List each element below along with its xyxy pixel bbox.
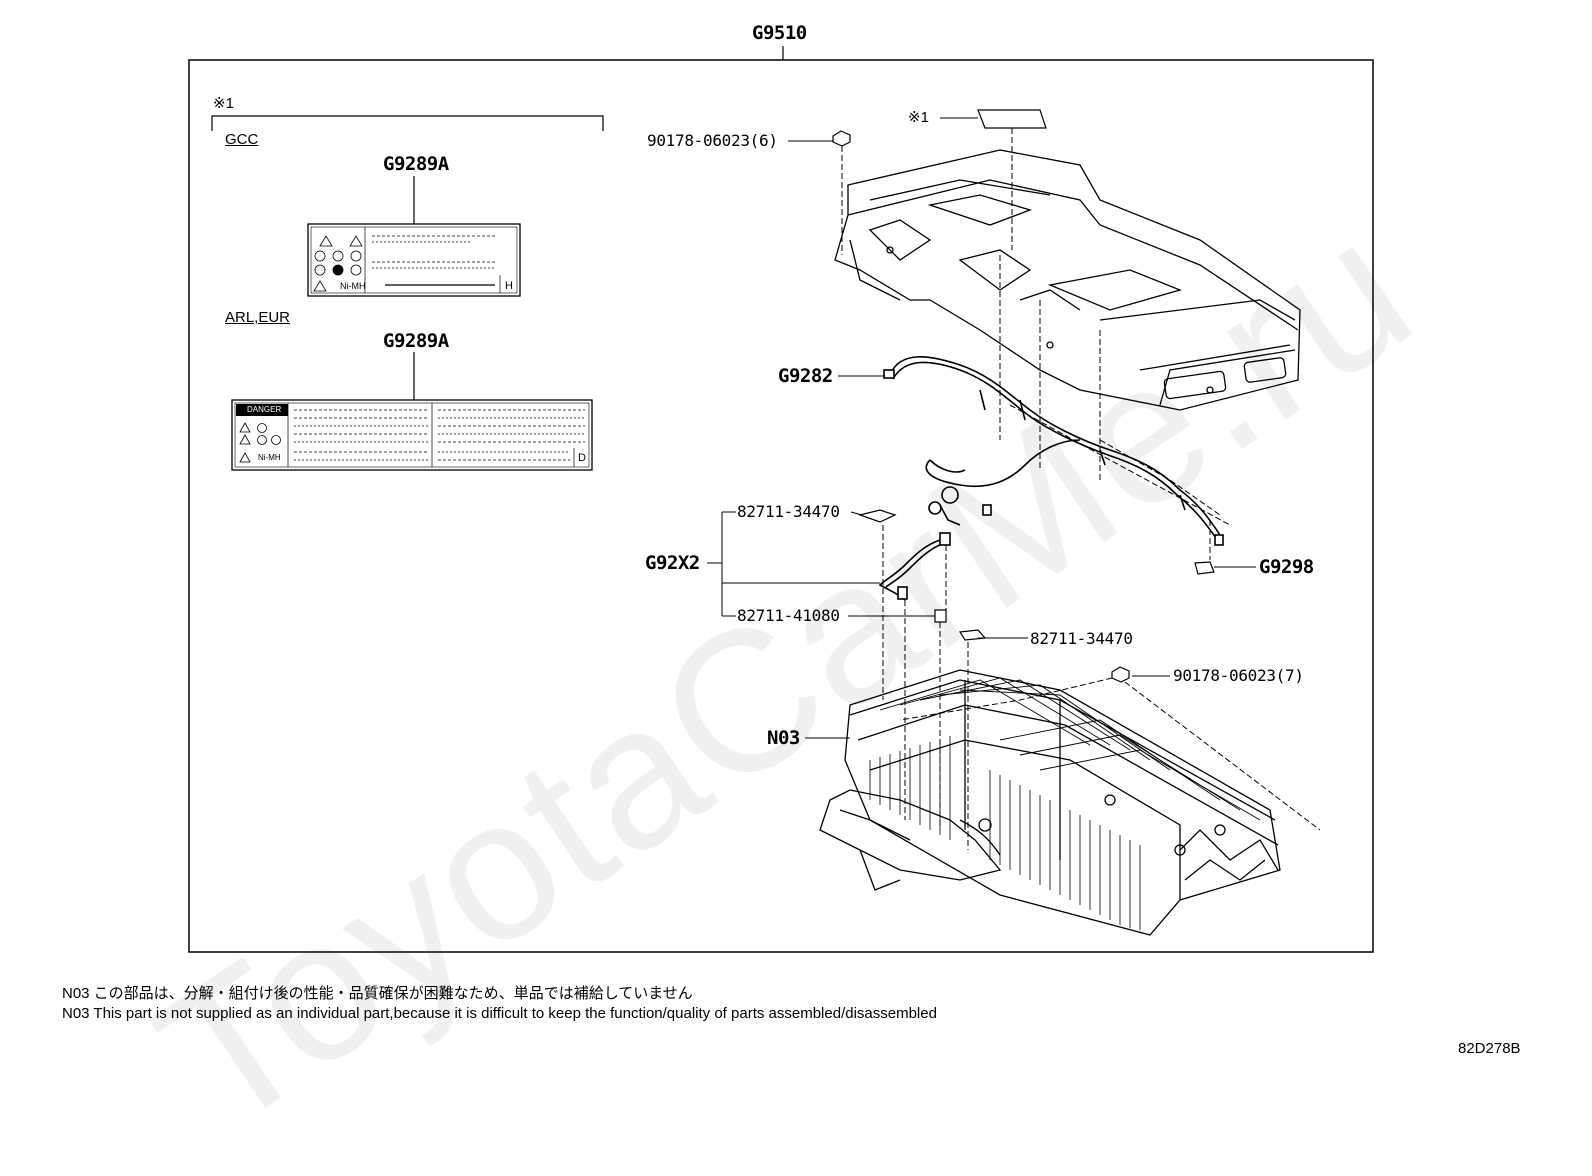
wire-harness-g92x2-shape <box>878 532 951 601</box>
clip-shapes <box>857 509 1215 641</box>
label-callout-gcc: G9289A <box>383 153 449 175</box>
part-label-note-ref: ※1 <box>908 109 929 126</box>
part-label-n03: N03 <box>767 727 800 749</box>
arl-label-danger-text: DANGER <box>247 405 282 414</box>
footnote-english: N03 This part is not supplied as an indi… <box>62 1005 937 1022</box>
battery-upper-cover <box>834 149 1301 411</box>
footnote-japanese: N03 この部品は、分解・組付け後の性能・品質確保が困難なため、単品では補給して… <box>62 985 693 1002</box>
part-label-g92x2: G92X2 <box>645 552 700 574</box>
gcc-label-letter: H <box>505 280 513 292</box>
part-label-g9282: G9282 <box>778 365 833 387</box>
note-symbol-label: ※1 <box>213 95 234 112</box>
nut-bottom-shape <box>1111 666 1130 683</box>
part-label-nut-bottom: 90178-06023(7) <box>1173 666 1304 685</box>
note-sticker <box>977 109 1047 129</box>
arl-label-chem-text: Ni-MH <box>258 453 281 462</box>
part-label-nut-top: 90178-06023(6) <box>647 131 778 150</box>
part-label-g9298: G9298 <box>1259 556 1314 578</box>
assembly-frame <box>188 59 1374 953</box>
wire-harness-g9282-shape <box>883 356 1224 546</box>
part-label-clip-3: 82711-34470 <box>1030 629 1133 648</box>
arl-label-letter: D <box>578 452 586 464</box>
part-label-clip-2: 82711-41080 <box>737 606 840 625</box>
nut-top-shape <box>788 130 851 255</box>
battery-module-n03-shape <box>819 669 1281 936</box>
label-callout-arl-eur: G9289A <box>383 330 449 352</box>
caution-label-gcc <box>307 223 521 297</box>
gcc-label-chem-text: Ni-MH <box>340 281 366 291</box>
figure-reference: 82D278B <box>1458 1040 1521 1057</box>
assembly-callout: G9510 <box>752 22 807 44</box>
note-bracket <box>211 115 604 131</box>
region-label-gcc: GCC <box>225 131 259 148</box>
region-label-arl-eur: ARL,EUR <box>225 309 291 326</box>
part-label-clip-1: 82711-34470 <box>737 502 840 521</box>
exploded-parts-drawing <box>188 46 1374 953</box>
caution-label-arl-eur <box>231 399 593 471</box>
